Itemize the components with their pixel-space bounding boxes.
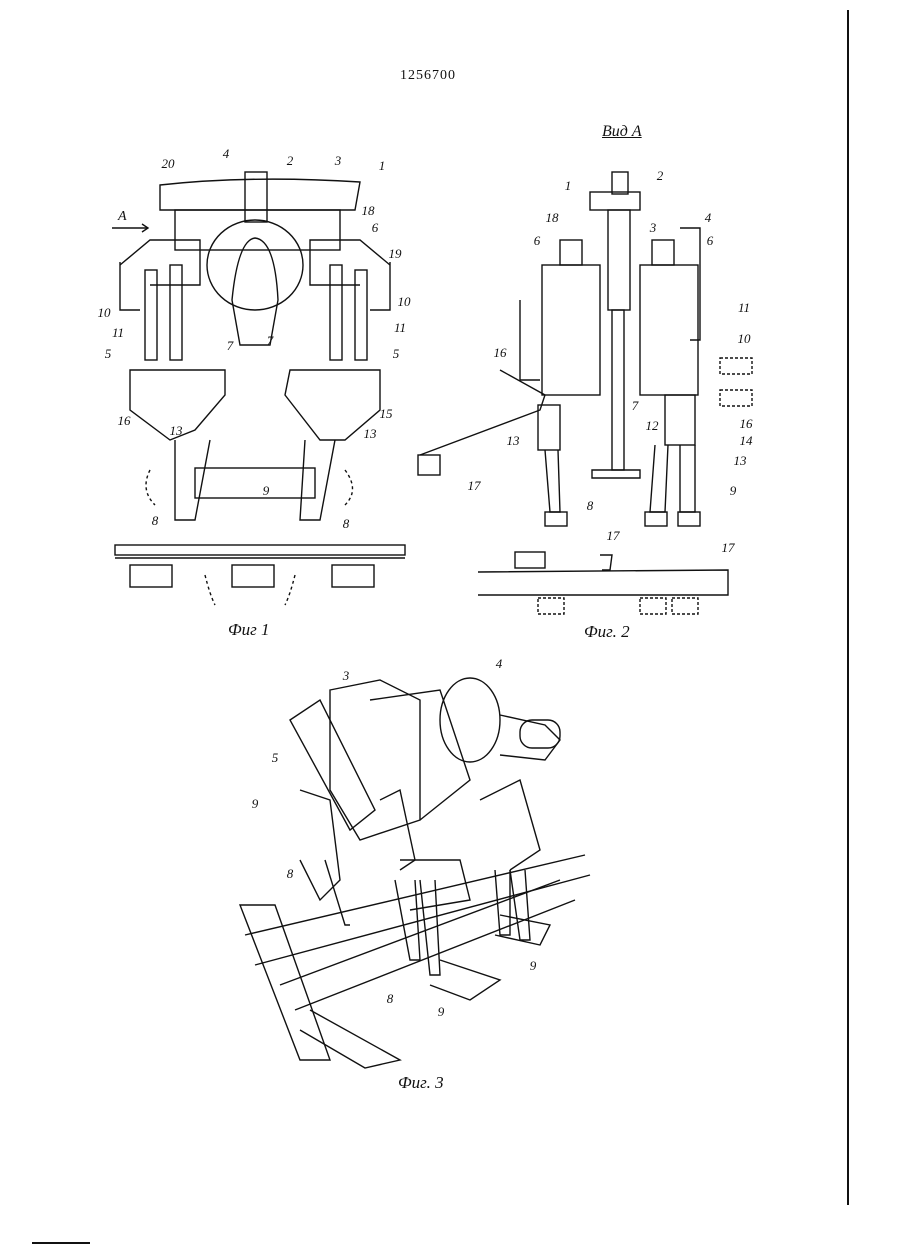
svg-text:7: 7 <box>227 338 234 353</box>
svg-text:8: 8 <box>287 866 294 881</box>
svg-text:9: 9 <box>438 1004 445 1019</box>
svg-text:1: 1 <box>565 178 572 193</box>
svg-text:4: 4 <box>223 146 230 161</box>
svg-text:16: 16 <box>494 345 508 360</box>
figure-1-drawing <box>112 172 405 605</box>
svg-text:5: 5 <box>272 750 279 765</box>
svg-text:7: 7 <box>267 333 274 348</box>
svg-text:14: 14 <box>740 433 754 448</box>
svg-text:3: 3 <box>649 220 657 235</box>
svg-text:20: 20 <box>162 156 176 171</box>
svg-text:11: 11 <box>112 325 124 340</box>
figure-2-drawing <box>418 172 752 614</box>
svg-text:4: 4 <box>705 210 712 225</box>
svg-text:3: 3 <box>342 668 350 683</box>
svg-text:12: 12 <box>646 418 660 433</box>
svg-text:10: 10 <box>738 331 752 346</box>
svg-text:13: 13 <box>364 426 378 441</box>
svg-text:15: 15 <box>380 406 394 421</box>
svg-text:4: 4 <box>496 656 503 671</box>
svg-text:17: 17 <box>468 478 482 493</box>
svg-text:8: 8 <box>343 516 350 531</box>
svg-text:16: 16 <box>118 413 132 428</box>
svg-text:13: 13 <box>170 423 184 438</box>
svg-text:17: 17 <box>722 540 736 555</box>
svg-text:8: 8 <box>387 991 394 1006</box>
svg-text:7: 7 <box>632 398 639 413</box>
svg-text:2: 2 <box>287 153 294 168</box>
svg-text:17: 17 <box>607 528 621 543</box>
svg-text:18: 18 <box>362 203 376 218</box>
svg-text:1: 1 <box>379 158 386 173</box>
svg-text:6: 6 <box>372 220 379 235</box>
svg-text:10: 10 <box>98 305 112 320</box>
svg-text:8: 8 <box>587 498 594 513</box>
svg-text:10: 10 <box>398 294 412 309</box>
svg-text:2: 2 <box>657 168 664 183</box>
svg-text:8: 8 <box>152 513 159 528</box>
svg-text:6: 6 <box>707 233 714 248</box>
svg-text:9: 9 <box>252 796 259 811</box>
svg-text:19: 19 <box>389 246 403 261</box>
svg-text:11: 11 <box>394 320 406 335</box>
svg-text:9: 9 <box>530 958 537 973</box>
svg-text:13: 13 <box>507 433 521 448</box>
svg-text:9: 9 <box>263 483 270 498</box>
svg-text:5: 5 <box>393 346 400 361</box>
svg-text:5: 5 <box>105 346 112 361</box>
arrow-a-label: A <box>117 209 127 224</box>
svg-text:13: 13 <box>734 453 748 468</box>
svg-text:18: 18 <box>546 210 560 225</box>
svg-text:16: 16 <box>740 416 754 431</box>
svg-text:11: 11 <box>738 300 750 315</box>
svg-text:6: 6 <box>534 233 541 248</box>
svg-text:9: 9 <box>730 483 737 498</box>
svg-text:3: 3 <box>334 153 342 168</box>
